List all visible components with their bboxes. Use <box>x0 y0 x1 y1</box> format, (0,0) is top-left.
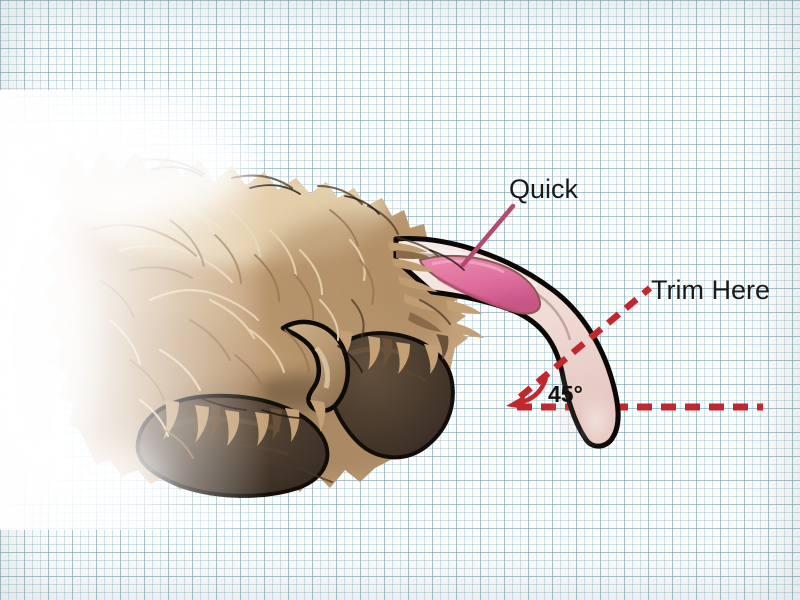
angle-arc-arrow <box>506 377 549 409</box>
claw <box>393 236 621 449</box>
quick-leader-line <box>460 203 516 268</box>
fur-tufts-claw-base <box>388 242 442 332</box>
trim-angle-dashed-line <box>517 285 653 400</box>
rear-paw-pad <box>326 331 455 460</box>
claw-quick <box>418 254 542 315</box>
dewclaw <box>258 319 351 414</box>
quick-label: Quick <box>509 174 579 204</box>
edge-fade <box>0 90 270 530</box>
trim-here-label: Trim Here <box>651 275 770 305</box>
angle-label: 45° <box>548 381 583 407</box>
